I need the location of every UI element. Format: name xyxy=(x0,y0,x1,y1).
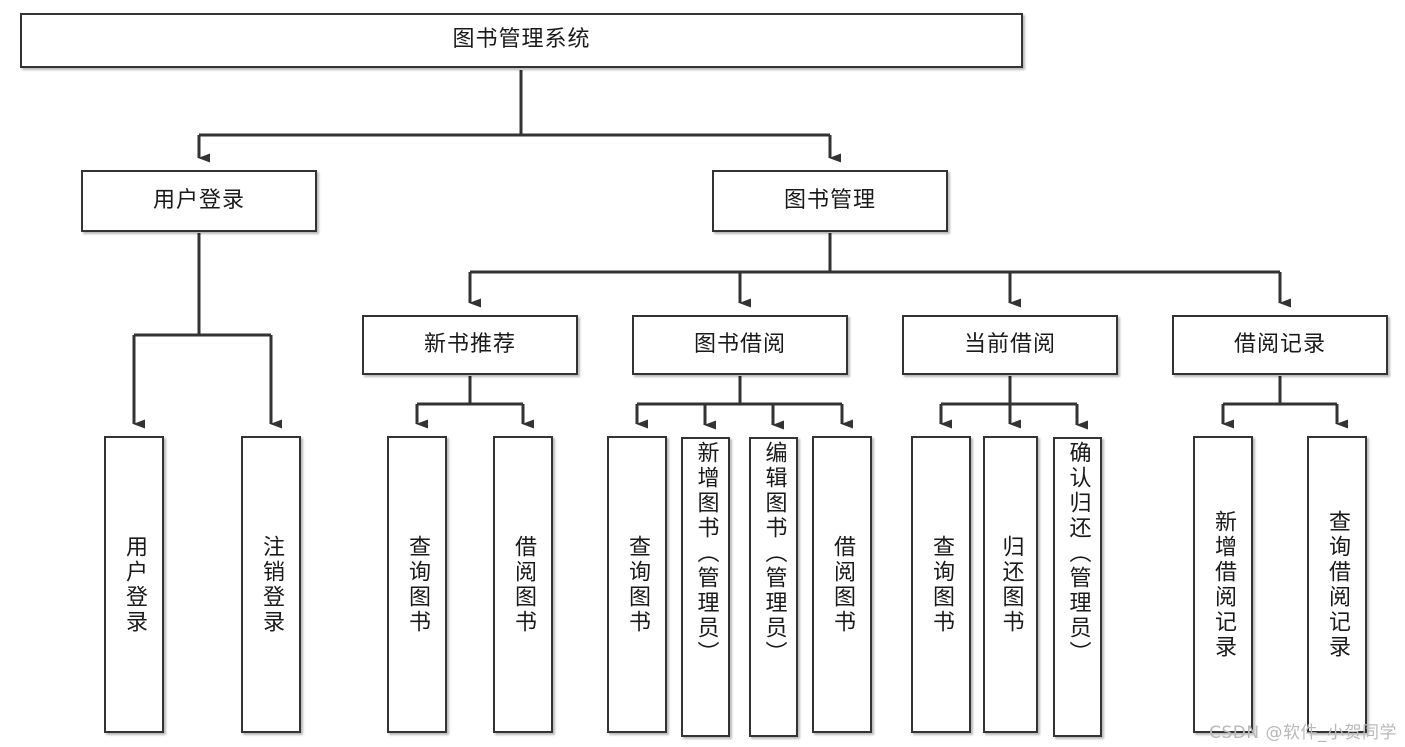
leaf-current-query-book[interactable]: 查询图书 xyxy=(911,436,971,733)
node-root-system[interactable]: 图书管理系统 xyxy=(20,13,1023,68)
node-label: 用户登录 xyxy=(122,534,147,635)
node-user-login[interactable]: 用户登录 xyxy=(81,170,317,232)
node-label: 新增图书（管理员） xyxy=(693,441,719,666)
watermark-text: CSDN @软件_小贺同学 xyxy=(1209,723,1397,743)
node-label: 查询图书 xyxy=(405,534,430,635)
leaf-recommend-borrow-book[interactable]: 借阅图书 xyxy=(493,436,553,733)
node-book-borrow[interactable]: 图书借阅 xyxy=(632,315,848,375)
leaf-borrow-edit-book-admin[interactable]: 编辑图书（管理员） xyxy=(749,437,798,737)
leaf-record-query-record[interactable]: 查询借阅记录 xyxy=(1307,436,1367,733)
node-label: 借阅记录 xyxy=(1233,331,1326,357)
node-label: 图书管理 xyxy=(783,187,876,213)
node-label: 查询借阅记录 xyxy=(1325,509,1350,660)
leaf-current-return-book[interactable]: 归还图书 xyxy=(983,436,1038,733)
leaf-user-login[interactable]: 用户登录 xyxy=(104,436,164,733)
leaf-borrow-add-book-admin[interactable]: 新增图书（管理员） xyxy=(681,437,730,737)
node-book-management[interactable]: 图书管理 xyxy=(712,170,948,232)
node-label: 图书管理系统 xyxy=(452,27,591,53)
leaf-record-add-record[interactable]: 新增借阅记录 xyxy=(1193,436,1253,733)
node-label: 新书推荐 xyxy=(423,331,516,357)
node-label: 归还图书 xyxy=(998,534,1024,635)
node-label: 编辑图书（管理员） xyxy=(761,441,787,666)
node-label: 当前借阅 xyxy=(963,331,1056,357)
node-label: 查询图书 xyxy=(929,534,954,635)
node-label: 图书借阅 xyxy=(693,331,786,357)
node-label: 用户登录 xyxy=(152,187,245,213)
node-label: 注销登录 xyxy=(259,534,284,635)
node-new-book-recommend[interactable]: 新书推荐 xyxy=(362,315,578,375)
leaf-borrow-query-book[interactable]: 查询图书 xyxy=(607,436,667,733)
leaf-borrow-borrow-book[interactable]: 借阅图书 xyxy=(812,436,872,733)
leaf-user-logout[interactable]: 注销登录 xyxy=(241,436,301,733)
node-label: 查询图书 xyxy=(625,534,650,635)
leaf-current-confirm-return-admin[interactable]: 确认归还（管理员） xyxy=(1053,437,1102,737)
node-label: 确认归还（管理员） xyxy=(1065,441,1091,666)
node-label: 新增借阅记录 xyxy=(1211,509,1236,660)
leaf-recommend-query-book[interactable]: 查询图书 xyxy=(387,436,447,733)
node-label: 借阅图书 xyxy=(511,534,536,635)
node-current-borrow[interactable]: 当前借阅 xyxy=(902,315,1118,375)
node-borrow-record[interactable]: 借阅记录 xyxy=(1172,315,1388,375)
node-label: 借阅图书 xyxy=(830,534,855,635)
